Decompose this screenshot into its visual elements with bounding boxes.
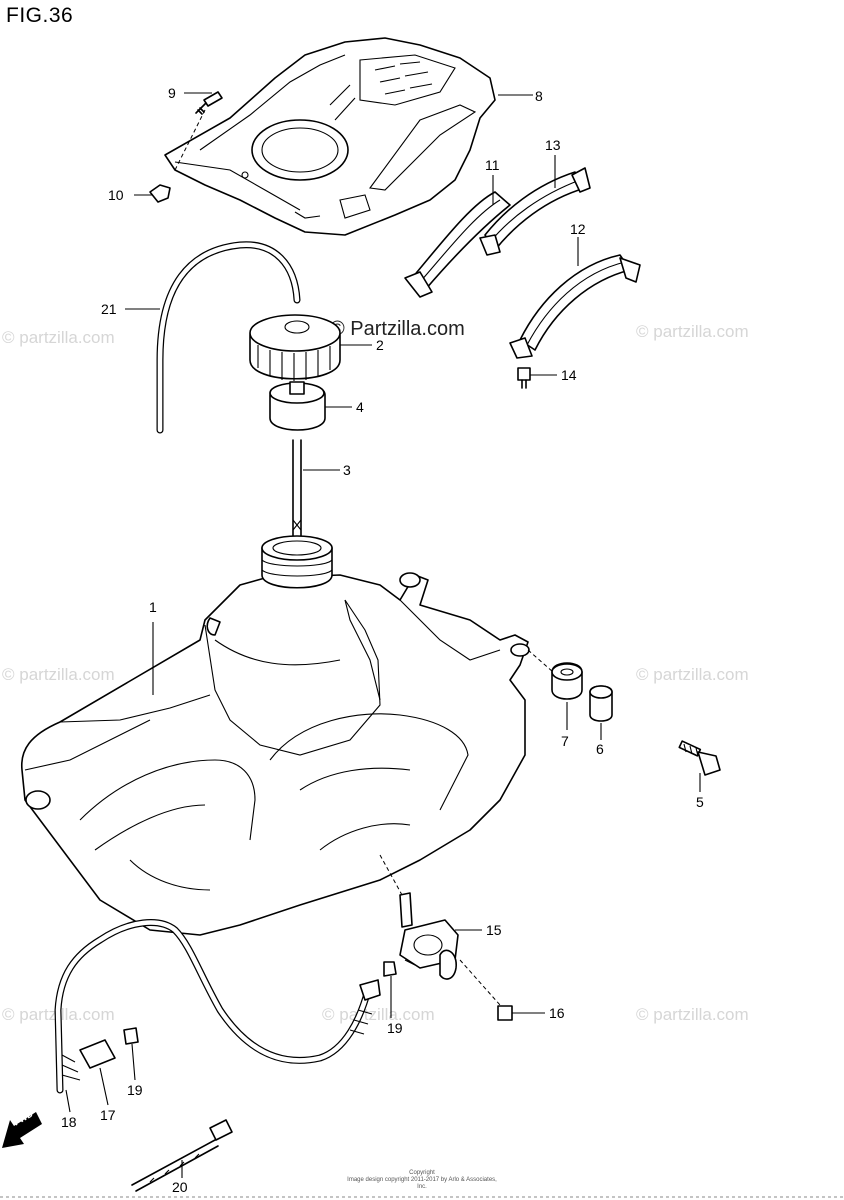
fwd-arrow-icon xyxy=(2,1112,42,1148)
tank-cover-part xyxy=(164,37,496,236)
callout-9: 9 xyxy=(168,85,176,101)
watermark: © partzilla.com xyxy=(2,665,115,684)
callout-16: 16 xyxy=(549,1005,565,1021)
clip-nut-part xyxy=(149,184,171,203)
clamp-19-right xyxy=(383,961,397,977)
callout-11: 11 xyxy=(485,157,500,173)
watermark: © partzilla.com xyxy=(636,1005,749,1024)
copyright-line: Image design copyright 2011-2017 by Arlo… xyxy=(347,1177,497,1190)
callout-13: 13 xyxy=(545,137,561,153)
watermark: © partzilla.com xyxy=(636,322,749,341)
callout-10: 10 xyxy=(108,187,124,203)
fuel-tank-part xyxy=(20,535,530,936)
callout-15: 15 xyxy=(486,922,502,938)
screw-part xyxy=(195,91,223,115)
fuel-cap-part xyxy=(249,314,341,381)
screw-16-part xyxy=(497,1005,513,1021)
copyright-notice: Copyright Image design copyright 2011-20… xyxy=(342,1170,502,1191)
grommet-part xyxy=(551,662,583,700)
callout-19-right: 19 xyxy=(387,1020,403,1036)
bracket-13-part xyxy=(479,167,591,256)
watermark: © partzilla.com xyxy=(2,328,115,347)
callout-17: 17 xyxy=(100,1107,116,1123)
callout-3: 3 xyxy=(343,462,351,478)
callout-4: 4 xyxy=(356,399,364,415)
cable-part xyxy=(131,1119,233,1192)
callout-18: 18 xyxy=(61,1114,77,1130)
bracket-12-part xyxy=(509,254,641,359)
strainer-part xyxy=(292,439,302,546)
callout-8: 8 xyxy=(535,88,543,104)
collar-part xyxy=(589,685,613,722)
watermark-center: © Partzilla.com xyxy=(330,318,465,340)
callout-5: 5 xyxy=(696,794,704,810)
bracket-11-part xyxy=(404,191,511,298)
callout-14: 14 xyxy=(561,367,577,383)
callout-6: 6 xyxy=(596,741,604,757)
watermark: © partzilla.com xyxy=(322,1005,435,1024)
callout-2: 2 xyxy=(376,337,384,353)
callout-7: 7 xyxy=(561,733,569,749)
bolt-14-part xyxy=(517,367,531,389)
fuel-hose-part xyxy=(54,919,381,1094)
fuel-cock-part xyxy=(399,892,459,980)
gasket-part xyxy=(269,381,326,431)
callout-19-left: 19 xyxy=(127,1082,143,1098)
callout-1: 1 xyxy=(149,599,157,615)
copyright-title: Copyright xyxy=(409,1170,435,1176)
figure-title: FIG.36 xyxy=(6,4,74,27)
leader-lines xyxy=(65,92,701,1178)
callout-21: 21 xyxy=(101,301,117,317)
bolt-5-part xyxy=(678,740,721,776)
callout-20: 20 xyxy=(172,1179,188,1195)
clamp-19-left xyxy=(123,1027,139,1045)
callout-12: 12 xyxy=(570,221,586,237)
watermark: © partzilla.com xyxy=(636,665,749,684)
